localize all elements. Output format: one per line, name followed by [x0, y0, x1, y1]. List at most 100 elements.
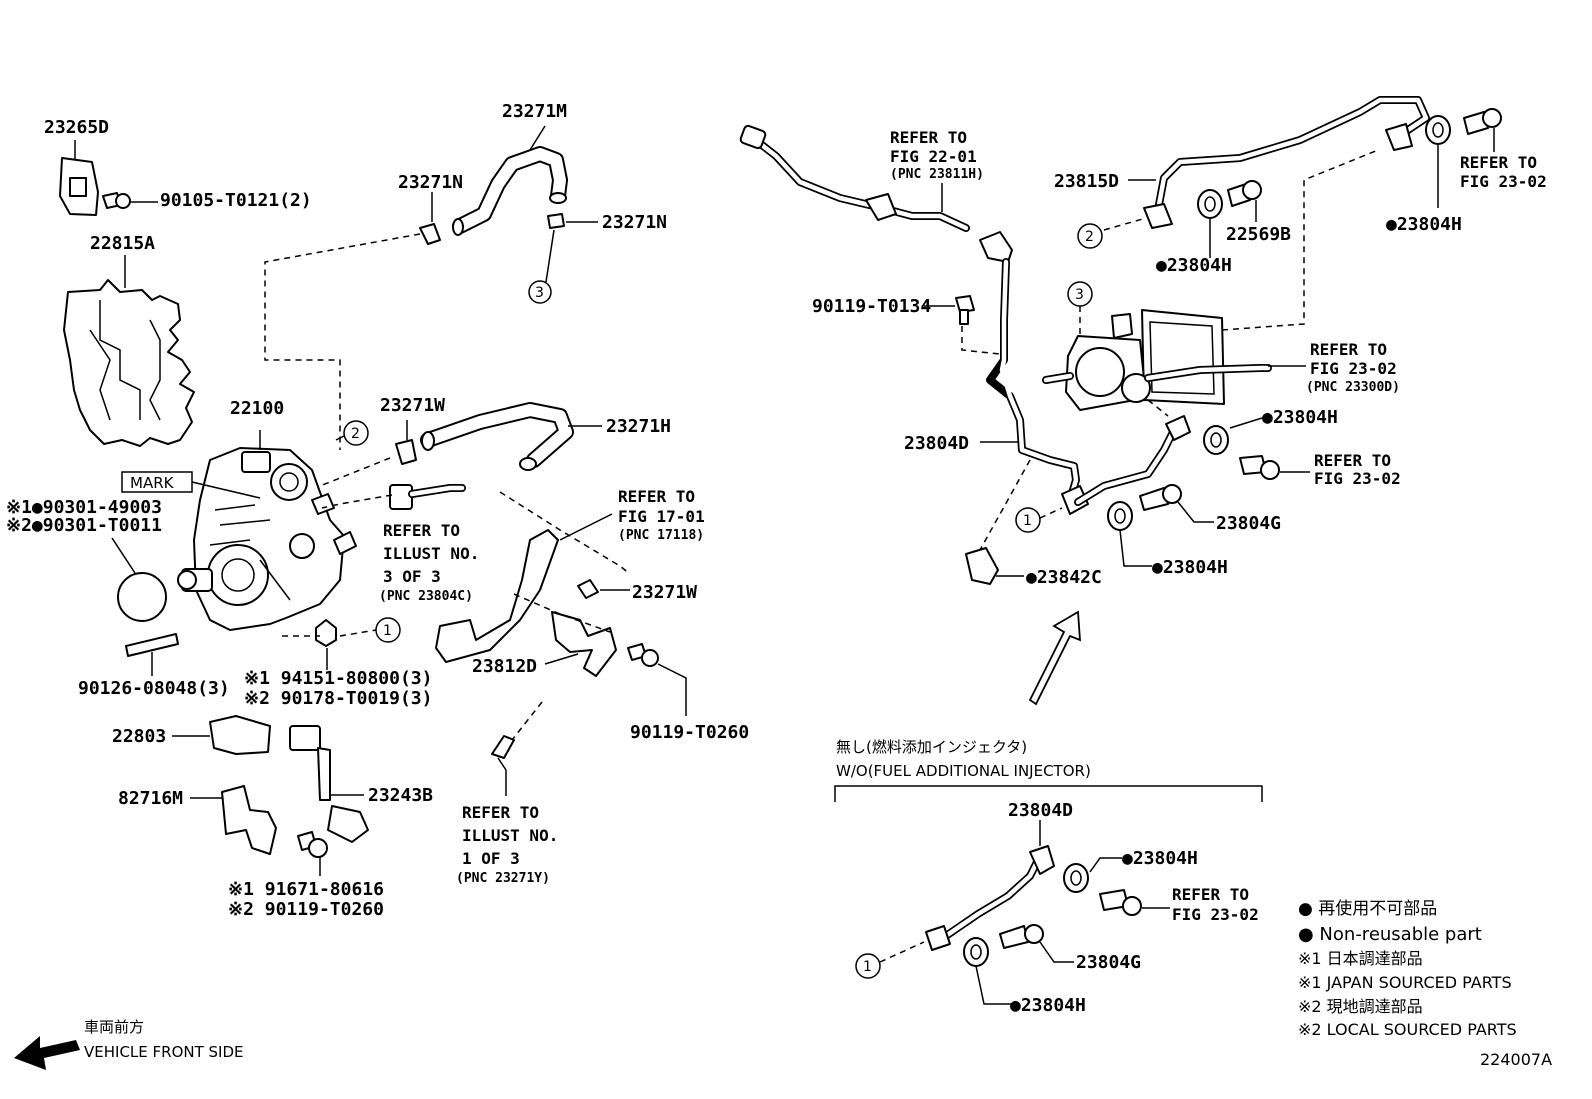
part-23804H-gasket-4[interactable]: [1107, 501, 1133, 531]
label-23271W-b: 23271W: [632, 582, 697, 603]
part-94151-nut[interactable]: [315, 619, 337, 647]
part-23804D-pipe-inset[interactable]: [925, 845, 1055, 951]
callout-circle: [855, 953, 881, 979]
ref-illust3-line4: (PNC 23804C): [379, 589, 473, 604]
ref-illust1-line2: ILLUST NO.: [462, 826, 558, 845]
label-91671: ※1 91671-80616: [228, 879, 384, 900]
part-90105-bolt[interactable]: [102, 192, 131, 209]
ref-illust1-line4: (PNC 23271Y): [456, 871, 550, 886]
ref-fig17-line3: (PNC 17118): [618, 528, 704, 543]
ref-fig23-inset-line1: REFER TO: [1172, 885, 1249, 904]
inset-bracket: [834, 785, 1263, 802]
ref-illust1-line1: REFER TO: [462, 803, 539, 822]
legend-item: ※1 JAPAN SOURCED PARTS: [1298, 973, 1512, 992]
label-90178: ※2 90178-T0019(3): [244, 688, 432, 709]
label-23271N-a: 23271N: [398, 172, 463, 193]
part-oring[interactable]: [117, 572, 167, 622]
ref-fig22-line3: (PNC 23811H): [890, 167, 984, 182]
ref-fig22-line1: REFER TO: [890, 128, 967, 147]
legend-item: ※2 LOCAL SOURCED PARTS: [1298, 1020, 1517, 1039]
part-23815D-pipe[interactable]: [1143, 96, 1430, 229]
label-23271N-b: 23271N: [602, 212, 667, 233]
ref-fig22-line2: FIG 22-01: [890, 147, 977, 166]
part-fuel-pipe-upper[interactable]: [739, 124, 970, 232]
ref-fig17-line1: REFER TO: [618, 487, 695, 506]
ref-fig23-top-line2: FIG 23-02: [1460, 172, 1547, 191]
part-fuel-additional-injector[interactable]: [1042, 309, 1225, 411]
inset-title-en: W/O(FUEL ADDITIONAL INJECTOR): [836, 762, 1091, 780]
label-23243B: 23243B: [368, 785, 433, 806]
ref-fig23-top-line1: REFER TO: [1460, 153, 1537, 172]
callout-circle: [375, 617, 401, 643]
ref-illust3-line2: ILLUST NO.: [383, 544, 479, 563]
part-90119-T0260-bolt[interactable]: [627, 643, 659, 667]
label-23815D: 23815D: [1054, 171, 1119, 192]
part-bolt-fig23-top[interactable]: [1463, 108, 1502, 135]
label-23271H: 23271H: [606, 416, 671, 437]
part-23804H-gasket-5[interactable]: [1063, 863, 1089, 893]
callout-3: 3: [535, 285, 544, 301]
label-94151: ※1 94151-80800(3): [244, 668, 432, 689]
part-90119-T0134-bolt[interactable]: [955, 295, 975, 325]
part-23804G-bolt-inset[interactable]: [999, 924, 1044, 949]
part-23265D-bracket[interactable]: [59, 157, 99, 216]
part-23804H-gasket-6[interactable]: [963, 937, 989, 967]
part-23804D-pipe[interactable]: [979, 231, 1089, 515]
label-23804D: 23804D: [904, 433, 969, 454]
ref-fig23-low-line1: REFER TO: [1314, 451, 1391, 470]
inset-title-jp: 無し(燃料添加インジェクタ): [836, 738, 1027, 756]
legend-item: ※1 日本調達部品: [1298, 949, 1423, 968]
part-82716M-bracket[interactable]: [221, 785, 277, 855]
part-23271W-clamp-a[interactable]: [395, 439, 417, 465]
part-23842C-clip[interactable]: [965, 547, 999, 585]
ref-fig23-inset-line2: FIG 23-02: [1172, 905, 1259, 924]
part-90126-stud[interactable]: [125, 633, 179, 657]
part-23271W-clamp-b[interactable]: [577, 579, 599, 599]
part-23804G-bolt[interactable]: [1139, 484, 1182, 511]
ref-fig17-line2: FIG 17-01: [618, 507, 705, 526]
callout-3-right: 3: [1075, 287, 1084, 303]
part-bolt-fig23-inset[interactable]: [1099, 889, 1142, 916]
label-22569B: 22569B: [1226, 224, 1291, 245]
ref-fig23-mid-line2: FIG 23-02: [1310, 359, 1397, 378]
part-23271N-clamp-b[interactable]: [547, 213, 565, 229]
callout-1-inset: 1: [863, 959, 872, 975]
part-23271N-clamp-a[interactable]: [419, 223, 441, 245]
callout-2-right: 2: [1085, 229, 1094, 245]
ref-illust3-line1: REFER TO: [383, 521, 460, 540]
flow-arrow-icon: [1028, 610, 1082, 706]
label-23804H-2: ●23804H: [1386, 214, 1462, 235]
part-return-pipe[interactable]: [1074, 415, 1191, 506]
label-90119-T0260: 90119-T0260: [630, 722, 749, 743]
part-23804H-gasket-3[interactable]: [1203, 425, 1229, 455]
part-22803[interactable]: [209, 715, 271, 755]
part-bolt-fig23-mid[interactable]: [1239, 455, 1280, 480]
front-arrow-icon: [14, 1036, 80, 1070]
part-23271H-hose[interactable]: [420, 402, 574, 471]
legend-item: ● 再使用不可部品: [1298, 898, 1437, 919]
part-91671-bolt[interactable]: [297, 831, 328, 858]
label-mark: MARK: [130, 474, 175, 492]
label-23265D: 23265D: [44, 117, 109, 138]
part-23812D-bracket[interactable]: [435, 529, 617, 677]
label-23804H-1: ●23804H: [1156, 255, 1232, 276]
part-22100-supply-pump[interactable]: [177, 447, 357, 631]
part-23243B-sensor[interactable]: [289, 725, 369, 843]
front-side-jp: 車両前方: [84, 1018, 144, 1036]
part-23804H-gasket-2[interactable]: [1425, 115, 1451, 145]
label-23804D-inset: 23804D: [1008, 800, 1073, 821]
part-hose-end-ref[interactable]: [491, 735, 515, 771]
label-23804G: 23804G: [1216, 513, 1281, 534]
part-23271M-hose[interactable]: [452, 146, 568, 236]
part-22569B-bolt[interactable]: [1227, 180, 1262, 207]
ref-fig23-mid-line1: REFER TO: [1310, 340, 1387, 359]
diagram-code: 224007A: [1480, 1050, 1552, 1069]
part-23804H-gasket-1[interactable]: [1197, 189, 1223, 219]
label-23271W-a: 23271W: [380, 395, 445, 416]
part-fuel-line-end[interactable]: [389, 484, 466, 510]
label-22803: 22803: [112, 726, 166, 747]
label-22100: 22100: [230, 398, 284, 419]
ref-illust3-line3: 3 OF 3: [383, 567, 441, 586]
part-22815A-cover[interactable]: [63, 279, 195, 447]
